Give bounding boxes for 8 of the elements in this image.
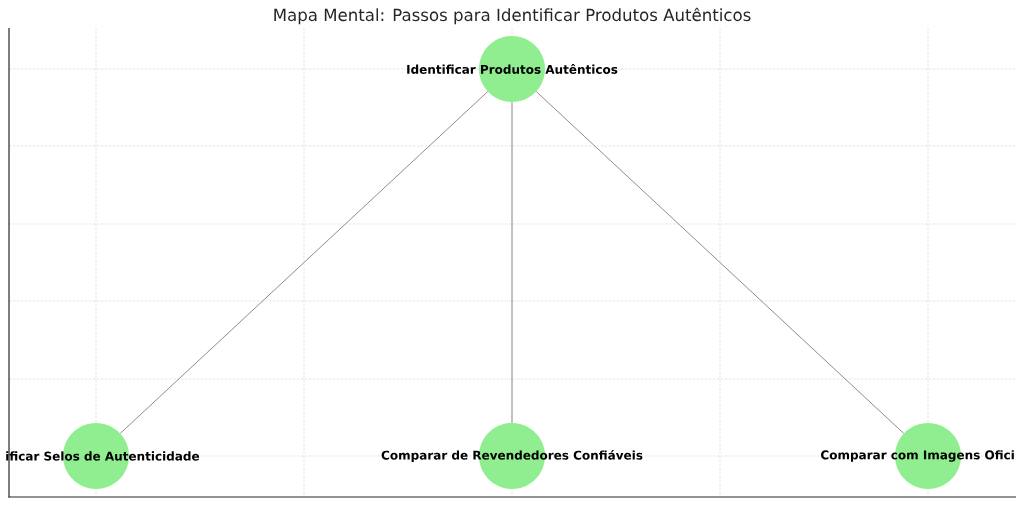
connector-line — [535, 91, 905, 434]
chart-title: Mapa Mental: Passos para Identificar Produtos Autênticos — [274, 7, 751, 25]
topic-node: ificar Selos de Autenticidade — [6, 423, 200, 489]
topic-node: Comparar com Imagens Ofici — [821, 423, 1014, 489]
topic-node: Comparar de Revendedores Confiáveis — [381, 423, 643, 489]
connector-line — [119, 91, 489, 434]
topic-node: Identificar Produtos Autênticos — [407, 36, 618, 102]
connector-line — [511, 101, 513, 424]
